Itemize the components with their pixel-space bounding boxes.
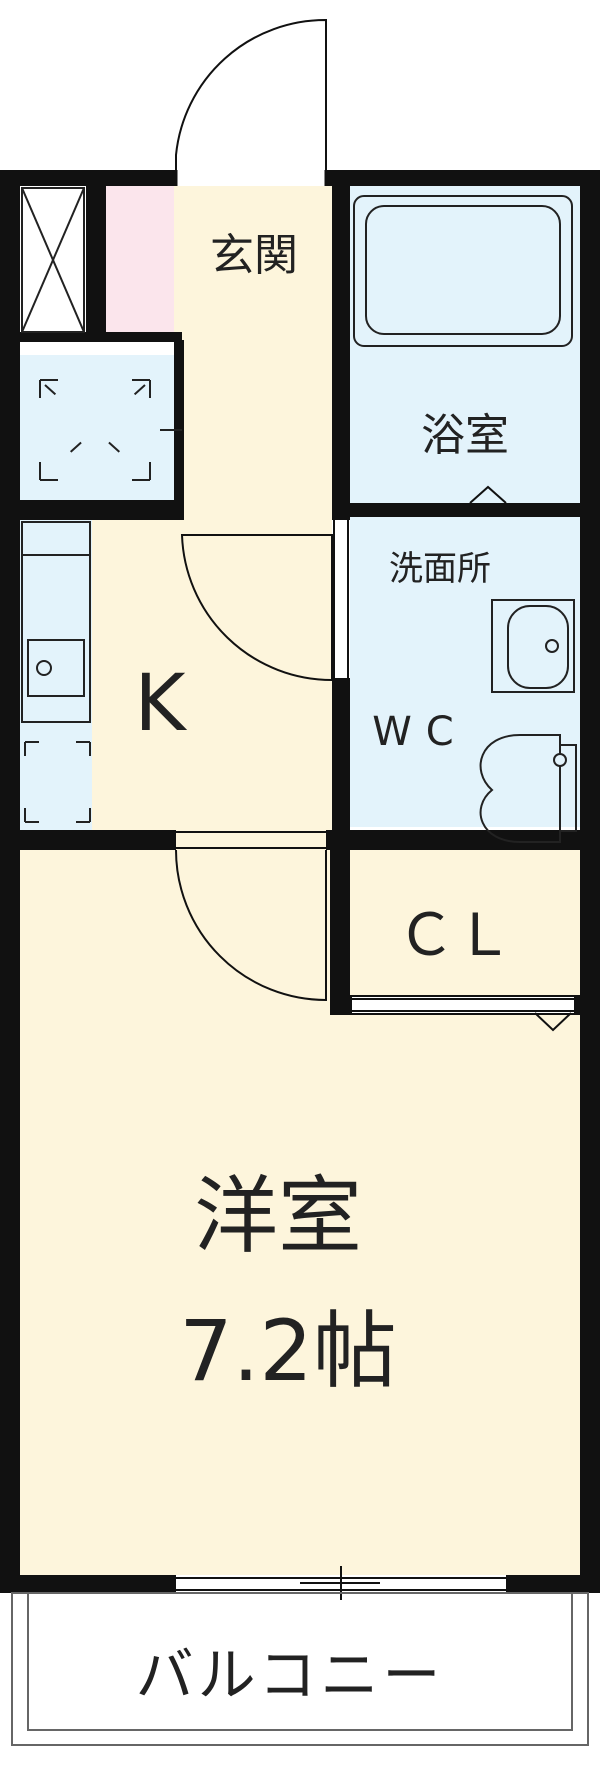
- wall-closet-left: [86, 186, 106, 341]
- kitchen-counter-fill: [20, 520, 92, 832]
- shoe-cabinet-fill: [106, 185, 174, 340]
- toilet-tank: [559, 744, 577, 832]
- room-door-opening: [176, 830, 326, 850]
- wall-entrance-bottom: [20, 332, 182, 342]
- washroom-fill: [350, 517, 580, 827]
- storage-closet-box: [21, 187, 85, 333]
- outer-wall-left: [0, 170, 20, 1590]
- entrance-label: 玄関: [210, 230, 298, 281]
- kitchen-door-swing: [180, 534, 333, 682]
- western-room-lower-left-fill: [20, 850, 332, 1000]
- wc-label: WC: [372, 709, 467, 755]
- wash-basin-bowl: [507, 605, 569, 689]
- kitchen-sink: [27, 639, 85, 697]
- bath-label: 浴室: [421, 410, 509, 461]
- wall-closet-left-2: [330, 850, 350, 1015]
- wall-bath-washroom: [350, 503, 580, 517]
- front-door-swing: [175, 18, 327, 170]
- balcony-label: バルコニー: [136, 1641, 445, 1709]
- washroom-door-opening: [332, 520, 350, 678]
- washing-machine-pan: [39, 379, 182, 481]
- western-room-label: 洋室: [194, 1167, 362, 1265]
- kitchen-sink-drain: [36, 660, 52, 676]
- bathtub-inner: [365, 205, 561, 335]
- entrance-fill: [174, 185, 332, 340]
- bathtub: [353, 195, 573, 347]
- room-labels: 玄関 浴室 洗面所 WC K ＣＬ 洋室 7.2帖 バルコニー: [134, 230, 513, 1709]
- fridge-space: [24, 741, 91, 823]
- door-swings: [175, 18, 572, 1032]
- kitchen-counter: [21, 521, 91, 723]
- wash-basin-counter: [491, 599, 575, 693]
- closet-door-opening: [352, 997, 574, 1013]
- hallway-fill: [182, 340, 332, 520]
- storage-closet-cross-2: [21, 187, 85, 333]
- toilet-bowl: [479, 734, 561, 843]
- closet-door-marker: [534, 1012, 572, 1032]
- front-door-opening: [176, 168, 326, 186]
- kitchen-label: K: [134, 659, 187, 749]
- fixtures: [11, 187, 589, 1746]
- door-openings: [174, 168, 574, 1600]
- outer-wall-right: [580, 170, 600, 1590]
- wash-basin-tap: [545, 639, 559, 653]
- washroom-label: 洗面所: [389, 549, 491, 589]
- closet-label: ＣＬ: [397, 901, 513, 969]
- washing-machine-space-fill: [20, 355, 182, 500]
- room-door-swing: [175, 849, 327, 1002]
- toilet-button: [553, 753, 567, 767]
- wall-washer-bottom: [20, 500, 182, 520]
- wall-bath-left: [332, 186, 350, 836]
- bath-door-marker: [469, 485, 507, 504]
- western-room-size-label: 7.2帖: [179, 1302, 397, 1400]
- balcony-inner: [27, 1592, 573, 1731]
